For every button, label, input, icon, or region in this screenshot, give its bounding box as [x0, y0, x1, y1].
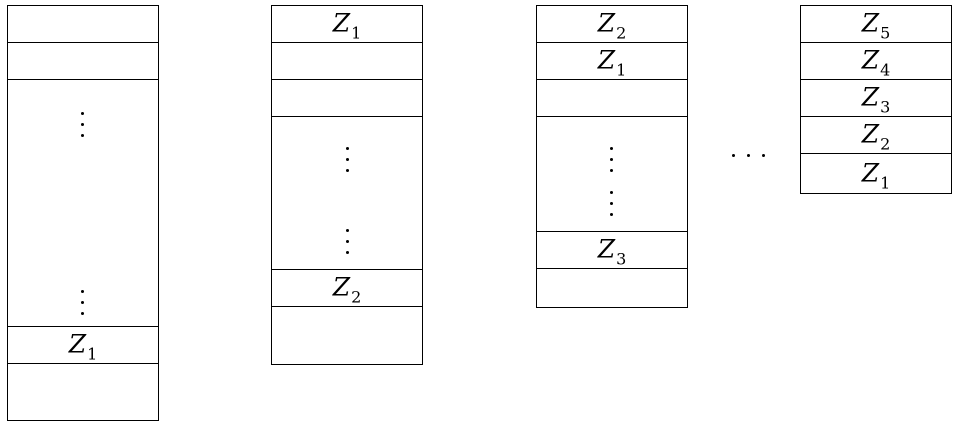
stack-2-cell-6-label	[272, 322, 422, 347]
stack-1-cell-2-label	[8, 48, 158, 73]
stack-1-cell-2	[7, 42, 159, 80]
stack-2-cell-3	[271, 79, 423, 117]
stack-1-cell-3-label	[8, 190, 158, 215]
stack-3-cell-1: Z2	[536, 5, 688, 43]
stack-2-cell-4	[271, 116, 423, 270]
stack-1-vertical-ellipsis-bottom	[81, 290, 87, 322]
stack-4-cell-3-label: Z3	[861, 82, 891, 117]
stack-4-cell-4-label: Z2	[861, 119, 891, 154]
stack-4-cell-5: Z1	[800, 153, 952, 194]
stack-3-cell-1-label: Z2	[597, 8, 627, 43]
stack-1: Z1	[7, 5, 159, 421]
stack-3-cell-6-label	[537, 275, 687, 300]
stack-4-cell-1-label: Z5	[861, 8, 891, 43]
horizontal-ellipsis	[732, 154, 768, 160]
stack-2-cell-2	[271, 42, 423, 80]
stack-4-cell-2: Z4	[800, 42, 952, 80]
stack-4-cell-3: Z3	[800, 79, 952, 117]
stack-1-cell-5	[7, 363, 159, 421]
stack-4: Z5 Z4 Z3 Z2 Z1	[800, 5, 952, 194]
stack-3-vertical-ellipsis-bottom	[610, 191, 616, 223]
stack-1-cell-3	[7, 79, 159, 327]
stack-2-cell-5: Z2	[271, 269, 423, 307]
stack-3-cell-6	[536, 268, 688, 308]
stack-3-cell-2-label: Z1	[597, 45, 627, 80]
stack-2-cell-5-label: Z2	[332, 272, 362, 307]
stack-4-cell-4: Z2	[800, 116, 952, 154]
stack-3-cell-2: Z1	[536, 42, 688, 80]
stack-3-vertical-ellipsis-top	[610, 147, 616, 179]
stack-2-vertical-ellipsis-top	[346, 147, 352, 179]
stack-3-cell-3-label	[537, 85, 687, 110]
stack-2-cell-6	[271, 306, 423, 365]
stack-3-cell-5-label: Z3	[597, 234, 627, 269]
stack-2: Z1 Z2	[271, 5, 423, 365]
stack-1-cell-5-label	[8, 379, 158, 404]
stack-4-cell-5-label: Z1	[861, 158, 891, 192]
stack-4-cell-2-label: Z4	[861, 45, 891, 80]
stack-1-cell-4-label: Z1	[68, 329, 98, 364]
stack-3-cell-3	[536, 79, 688, 117]
stack-1-vertical-ellipsis-top	[81, 112, 87, 144]
stack-3-cell-4	[536, 116, 688, 232]
stack-2-cell-4-label	[272, 180, 422, 205]
stack-1-cell-4: Z1	[7, 326, 159, 364]
stack-1-cell-1-label	[8, 11, 158, 36]
stack-4-cell-1: Z5	[800, 5, 952, 43]
stack-2-vertical-ellipsis-bottom	[346, 229, 352, 261]
stack-2-cell-1-label: Z1	[332, 8, 362, 43]
stack-2-cell-2-label	[272, 48, 422, 73]
stack-1-cell-1	[7, 5, 159, 43]
stack-2-cell-3-label	[272, 85, 422, 110]
stack-2-cell-1: Z1	[271, 5, 423, 43]
stack-3: Z2 Z1 Z3	[536, 5, 688, 308]
stack-3-cell-5: Z3	[536, 231, 688, 269]
